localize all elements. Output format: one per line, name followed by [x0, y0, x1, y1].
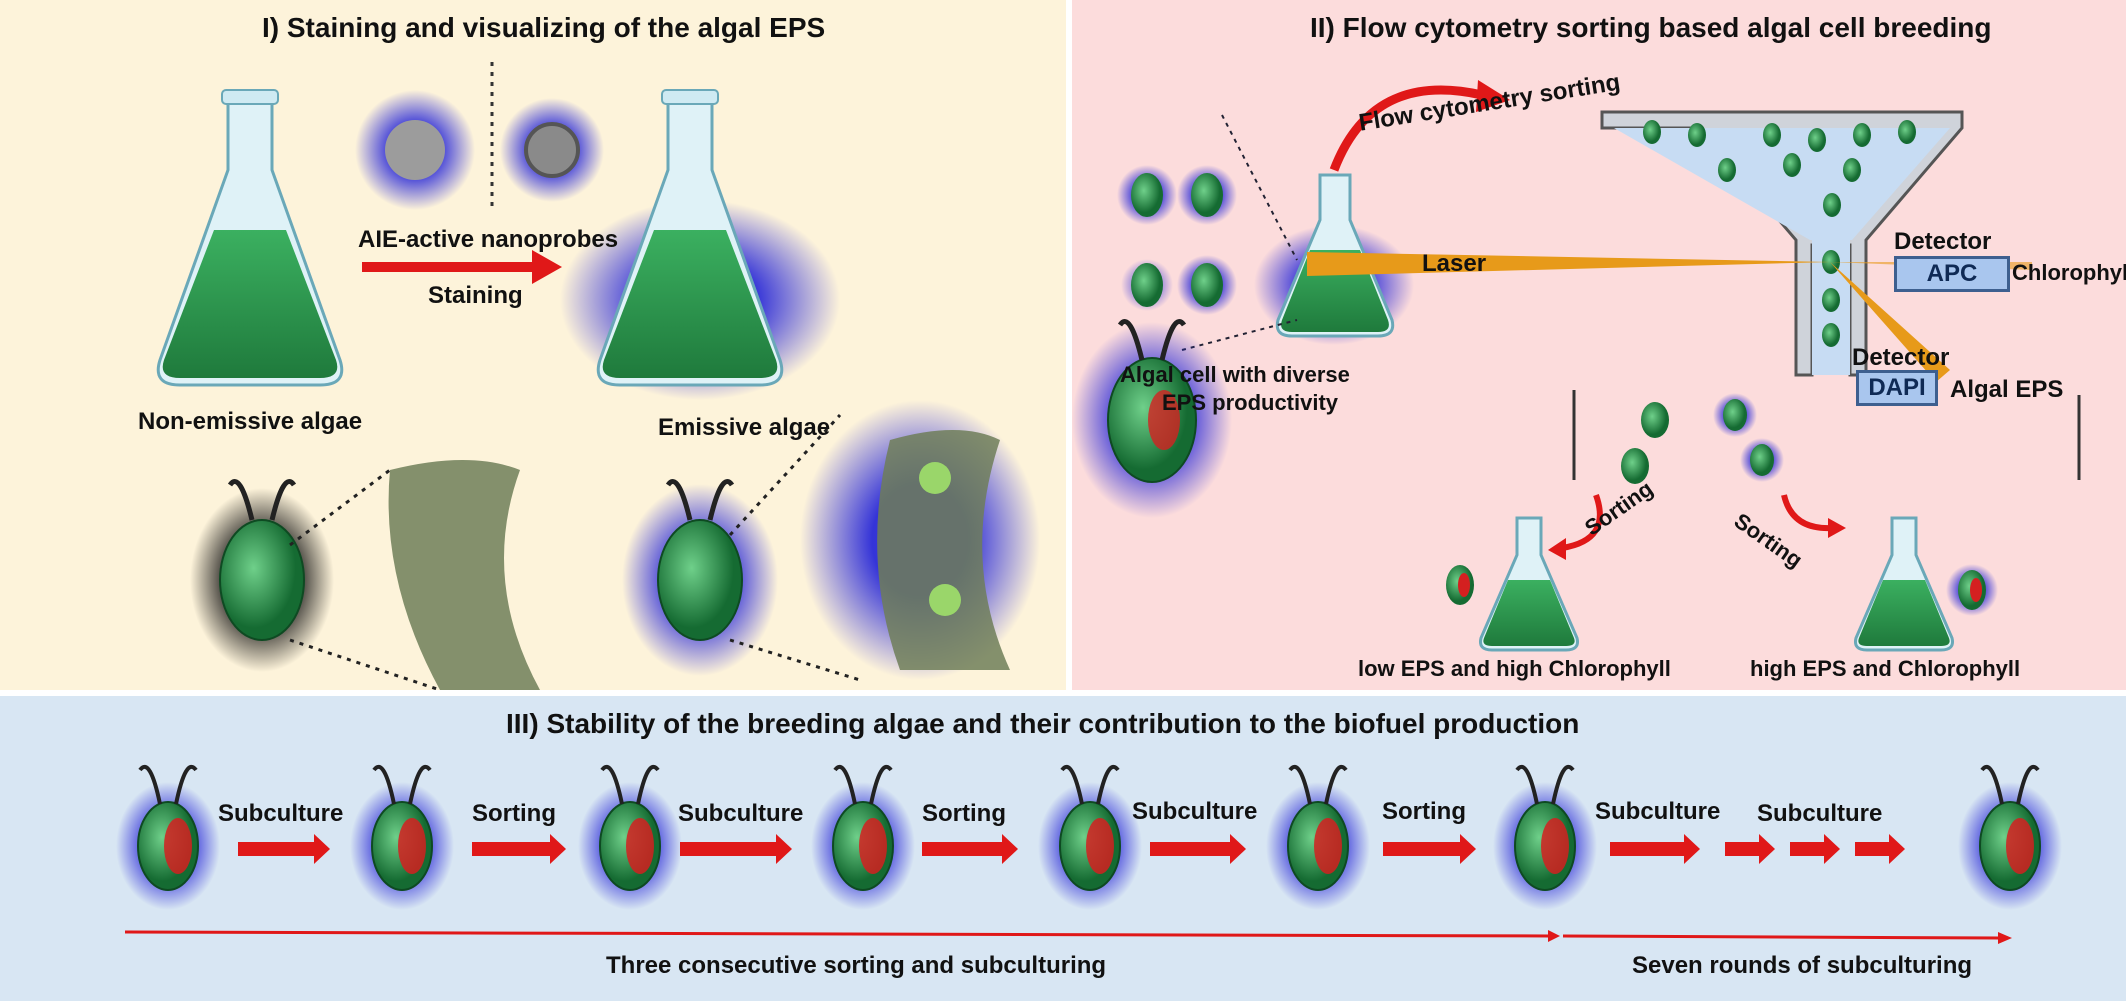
panel3-title: III) Stability of the breeding algae and…	[506, 708, 1580, 739]
step-arrow	[1383, 834, 1476, 864]
step-label: Subculture	[1595, 798, 1721, 825]
timeline-left-label: Three consecutive sorting and subculturi…	[606, 952, 1107, 979]
algal-cell-non-emissive	[190, 479, 334, 672]
cell-population	[1117, 165, 1237, 315]
panel-flow-cytometry: II) Flow cytometry sorting based algal c…	[1072, 0, 2126, 690]
algal-cell-generation-1	[116, 764, 220, 910]
detector-apc-box: APC	[1894, 256, 2010, 292]
panel-stability: III) Stability of the breeding algae and…	[0, 696, 2126, 1001]
nanoprobe-bound-icon	[919, 462, 951, 494]
result-right-label: high EPS and Chlorophyll	[1750, 656, 2021, 681]
eps-surface-left	[388, 460, 540, 690]
step-label: Subculture	[678, 800, 804, 827]
detector-apc-title: Detector	[1894, 228, 1992, 255]
zoom-line	[289, 468, 391, 547]
detector-dapi-signal: Algal EPS	[1950, 376, 2064, 403]
result-left-label: low EPS and high Chlorophyll	[1358, 656, 1671, 681]
step-arrow	[1725, 834, 1775, 864]
detector-dapi-box: DAPI	[1856, 370, 1938, 406]
step-arrow	[1855, 834, 1905, 864]
step-arrow	[922, 834, 1018, 864]
panel3-graphics	[116, 764, 2062, 944]
timeline-arrow-right	[1562, 934, 2001, 940]
algal-cell-generation-6	[1266, 764, 1370, 910]
step-label: Sorting	[1382, 798, 1466, 825]
algal-cell-generation-3	[578, 764, 682, 910]
result-high-eps	[1854, 516, 1998, 652]
flask-emissive	[560, 89, 840, 400]
flask-non-emissive	[156, 89, 344, 387]
eps-surface-right	[877, 430, 1010, 670]
zoom-line	[728, 413, 842, 537]
detector-apc-signal: Chlorophyll	[2012, 260, 2126, 285]
nanoprobe-bound-icon	[929, 584, 961, 616]
step-label: Subculture	[1132, 798, 1258, 825]
zoom-line	[729, 638, 861, 682]
timeline-arrow-left	[124, 930, 1551, 938]
step-label: Sorting	[922, 800, 1006, 827]
step-arrow	[1150, 834, 1246, 864]
algal-cell-generation-4	[811, 764, 915, 910]
panel-staining: I) Staining and visualizing of the algal…	[0, 0, 1066, 690]
zoom-line	[289, 638, 441, 690]
algal-cell-generation-8	[1958, 764, 2062, 910]
panel1-title: I) Staining and visualizing of the algal…	[262, 12, 826, 43]
timeline-right-label: Seven rounds of subculturing	[1632, 952, 1973, 979]
cell-caption-line1: Algal cell with diverse	[1120, 362, 1350, 387]
detector-dapi-title: Detector	[1852, 344, 1950, 371]
non-emissive-label: Non-emissive algae	[138, 408, 363, 435]
sorting-arc-arrow	[1329, 85, 1483, 172]
step-label: Subculture	[1757, 800, 1883, 827]
step-arrow	[1610, 834, 1700, 864]
panel2-title: II) Flow cytometry sorting based algal c…	[1310, 12, 1992, 43]
laser-label: Laser	[1422, 250, 1487, 277]
algal-cell-generation-5	[1038, 764, 1142, 910]
step-label: Sorting	[472, 800, 556, 827]
step-arrow	[680, 834, 792, 864]
step-arrow	[238, 834, 330, 864]
laser-beam	[1307, 252, 1830, 276]
algal-cell-generation-2	[350, 764, 454, 910]
nanoprobe-icon	[385, 120, 445, 180]
step-label: Subculture	[218, 800, 344, 827]
probe-label: AIE-active nanoprobes	[358, 226, 619, 253]
stain-label: Staining	[428, 282, 523, 309]
sort-arrow-right	[1781, 494, 1833, 532]
panel1-graphics	[156, 62, 1040, 690]
step-arrow	[472, 834, 566, 864]
emissive-label: Emissive algae	[658, 414, 831, 441]
algal-cell-enlarged	[1072, 319, 1232, 518]
algal-cell-generation-7	[1493, 764, 1597, 910]
result-low-eps	[1446, 516, 1579, 652]
algal-cell-emissive	[622, 479, 778, 676]
step-arrow	[1790, 834, 1840, 864]
sort-arrow-left	[1561, 493, 1603, 551]
cell-caption-line2: EPS productivity	[1162, 390, 1339, 415]
scatter-beam	[1830, 262, 1950, 382]
staining-arrow	[362, 250, 562, 284]
panel2-graphics	[1072, 80, 2081, 652]
nanoprobe-binding-icon	[524, 122, 580, 178]
